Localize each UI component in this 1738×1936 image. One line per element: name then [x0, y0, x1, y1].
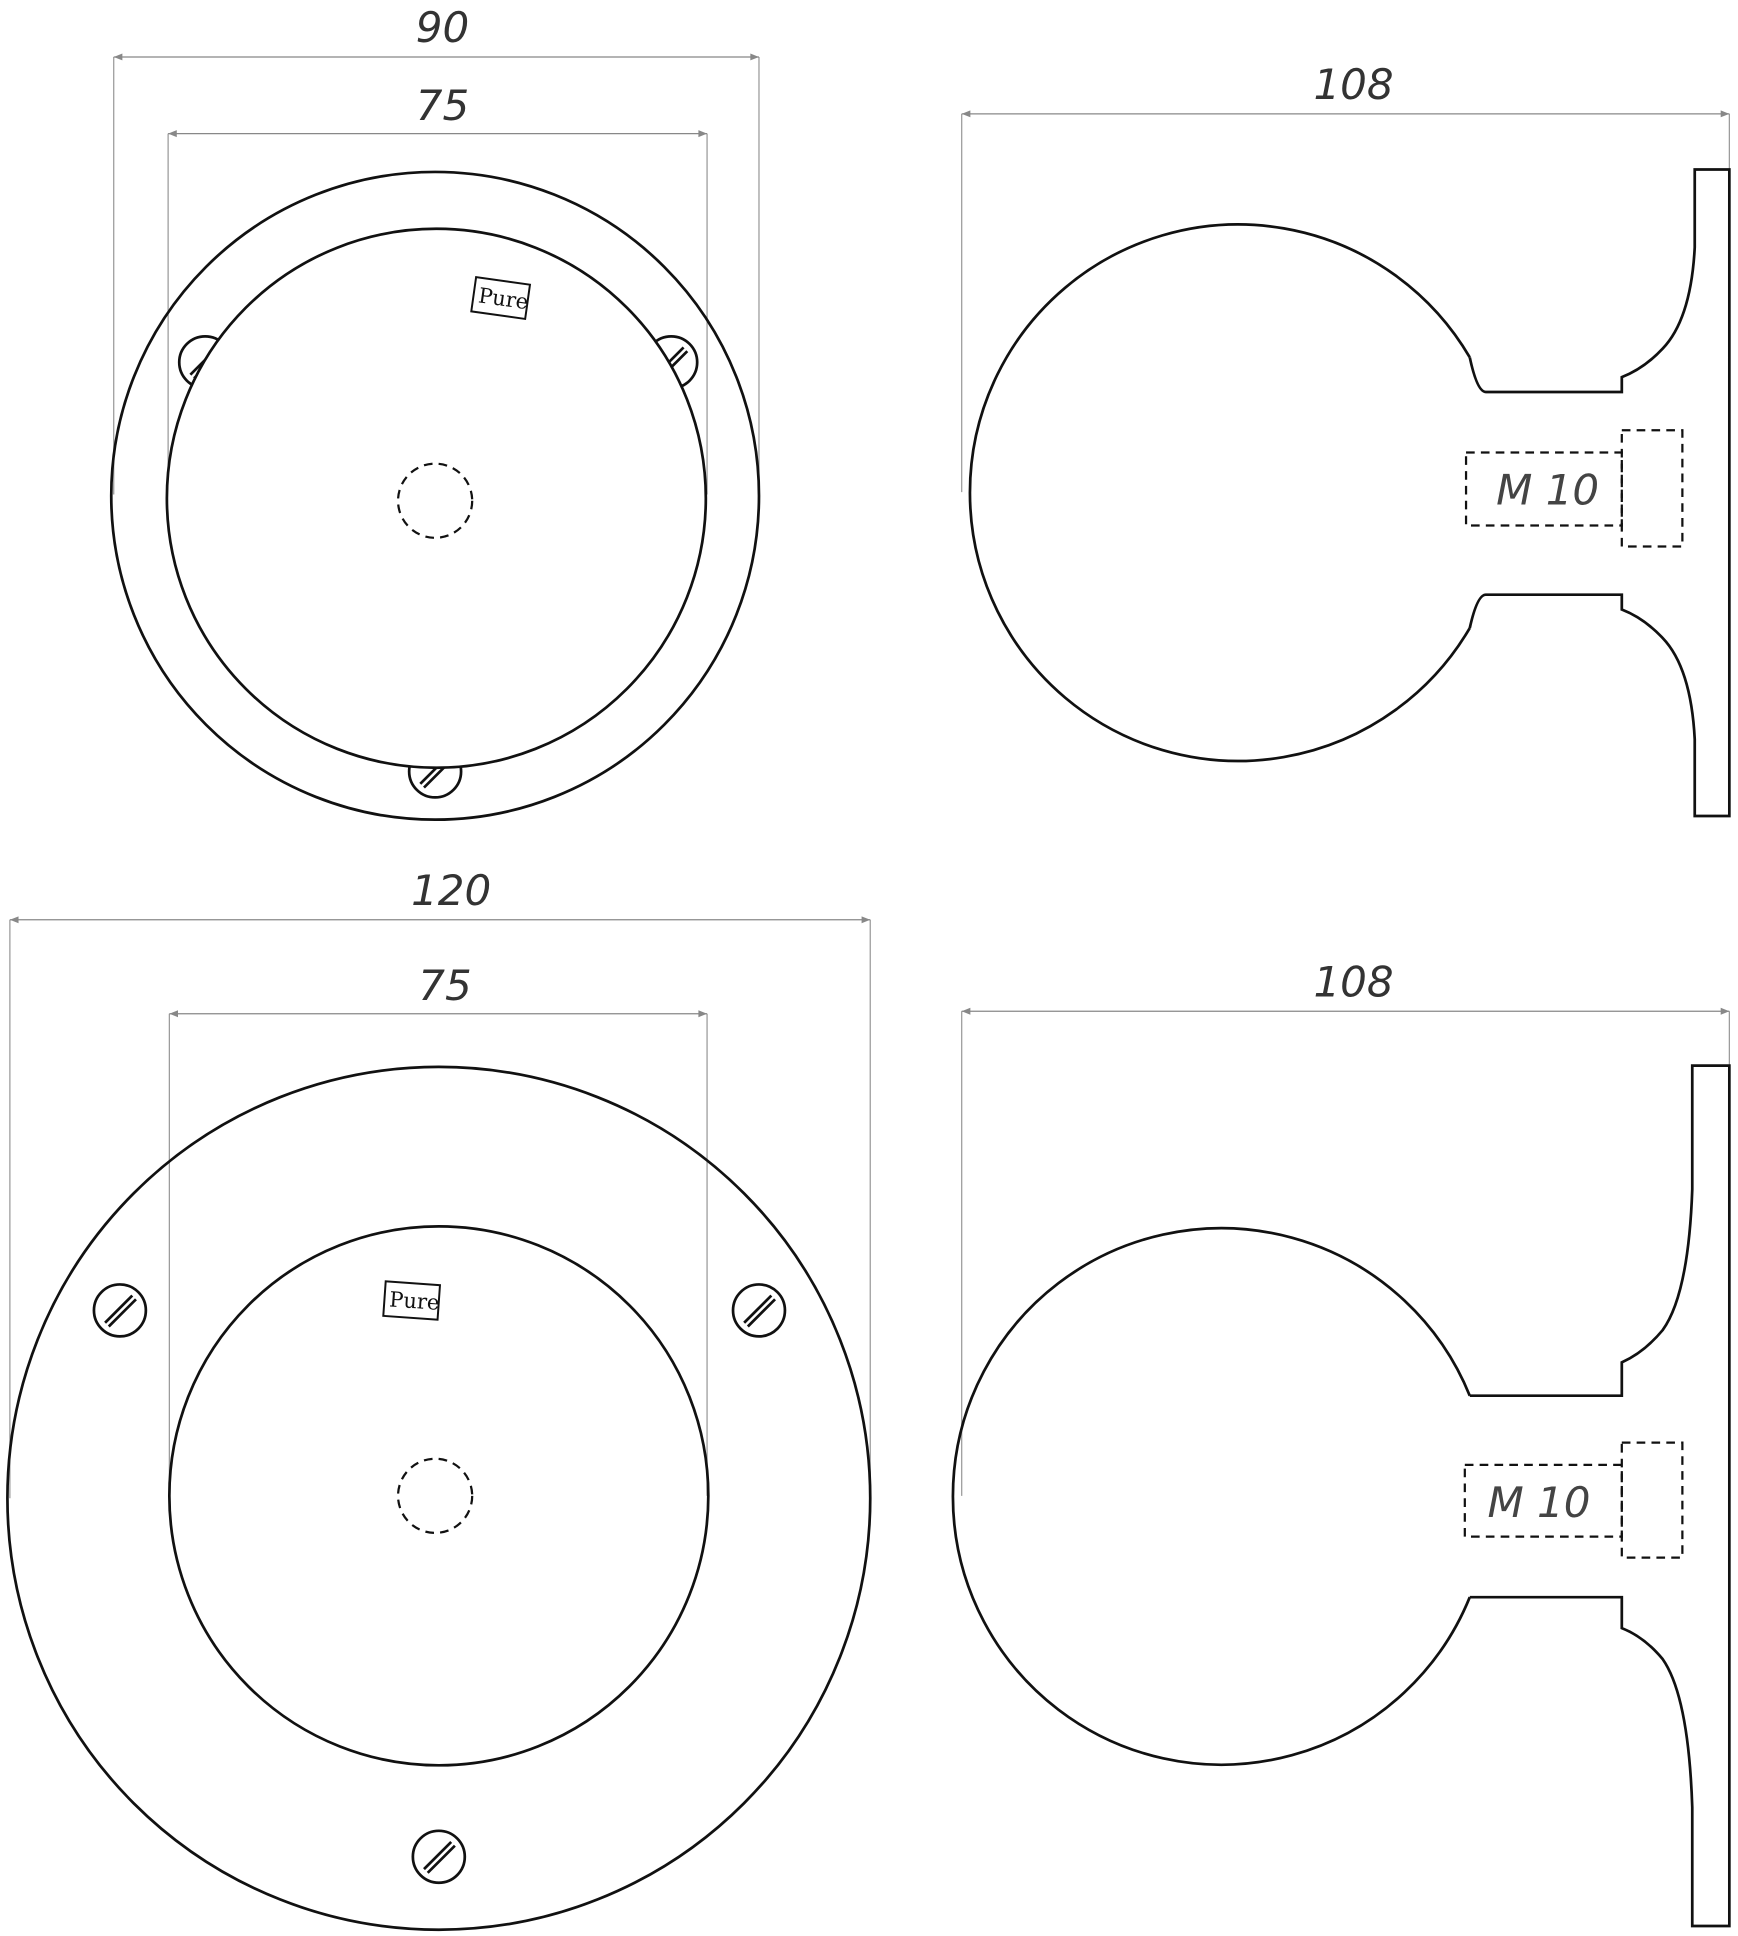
thread-label: M 10: [1496, 465, 1599, 514]
thread-label: M 10: [1487, 1478, 1590, 1527]
spindle-hidden: [396, 462, 474, 539]
dim-label: 90: [416, 3, 469, 52]
svg-text:Pure: Pure: [389, 1286, 441, 1314]
knob-profile: [968, 168, 1731, 818]
knob-face: [165, 227, 708, 770]
dim-label: 120: [411, 866, 491, 915]
rosette-outer: [6, 1065, 872, 1932]
front-view-large: 120 75 Pure: [6, 866, 872, 1932]
logo: Pure: [470, 275, 532, 321]
front-view-small: 90 75 Pure: [109, 3, 761, 822]
dim-label: 108: [1313, 60, 1393, 109]
rosette-outer: [109, 170, 761, 822]
spindle-hidden: [396, 1457, 474, 1535]
dim-label: 75: [418, 961, 471, 1010]
dim-label: 108: [1313, 957, 1393, 1006]
screw-icon: [92, 1283, 148, 1338]
side-view-top: 108 M 10: [961, 60, 1731, 818]
screw-icon: [411, 1829, 467, 1885]
side-view-bottom: 108 M 10: [951, 957, 1731, 1928]
knob-face: [167, 1224, 710, 1767]
screw-icon: [731, 1283, 787, 1338]
dim-label: 75: [416, 81, 469, 130]
logo: Pure: [382, 1280, 442, 1321]
